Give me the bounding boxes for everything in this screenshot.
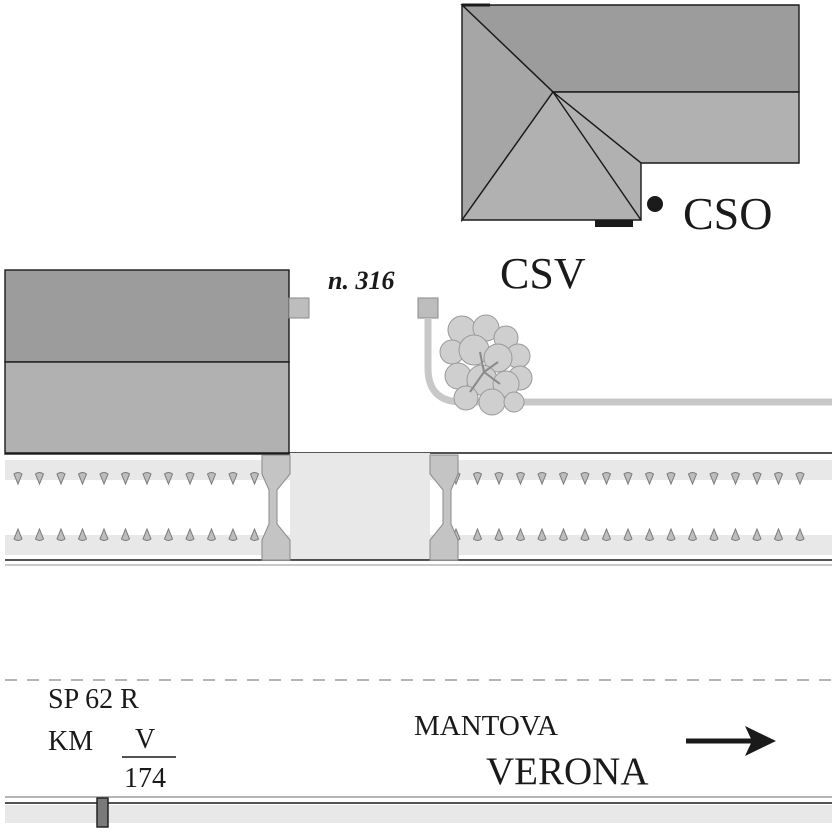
droplet-icon xyxy=(601,472,612,486)
tree-icon xyxy=(439,314,533,416)
roof-plane-bottom xyxy=(4,361,290,455)
droplet-icon xyxy=(709,472,719,486)
tree-canopy-lobe xyxy=(453,385,479,411)
right-arrow-icon xyxy=(686,726,776,756)
droplet-icon xyxy=(687,472,698,486)
droplet-icon xyxy=(120,472,131,486)
meter-box xyxy=(595,220,633,227)
droplet-icon xyxy=(472,472,483,486)
label-km-prefix: KM xyxy=(48,726,94,757)
droplet-icon xyxy=(558,472,569,486)
droplet-icon xyxy=(773,472,784,486)
droplet-icon xyxy=(709,527,719,541)
km-marker xyxy=(96,797,109,828)
droplet-icon xyxy=(228,472,238,486)
droplet-icon xyxy=(56,527,66,541)
droplet-icon xyxy=(666,472,676,486)
droplet-icon xyxy=(206,527,217,541)
droplet-icon xyxy=(13,527,23,541)
building-cso xyxy=(460,3,800,227)
label-cso: CSO xyxy=(683,188,773,239)
droplet-icon xyxy=(206,472,217,486)
gate-post-left xyxy=(261,454,291,561)
droplet-icon xyxy=(752,472,762,486)
droplet-icon xyxy=(142,527,152,541)
droplet-icon xyxy=(601,527,612,541)
droplet-icon xyxy=(795,472,805,486)
road-shoulder xyxy=(5,805,832,823)
gate-post-right xyxy=(429,454,459,561)
driveway xyxy=(290,453,430,560)
hedge-marks xyxy=(13,472,805,541)
droplet-icon xyxy=(515,472,526,486)
droplet-icon xyxy=(99,527,109,541)
label-destination-mantova: MANTOVA xyxy=(414,710,558,742)
label-destination-verona: VERONA xyxy=(486,750,649,793)
droplet-icon xyxy=(730,472,741,486)
droplet-icon xyxy=(666,527,676,541)
droplet-icon xyxy=(687,527,698,541)
droplet-icon xyxy=(773,527,784,541)
hedge-fence xyxy=(5,452,832,566)
droplet-icon xyxy=(185,527,195,541)
droplet-icon xyxy=(56,472,66,486)
building-left xyxy=(4,269,310,455)
droplet-icon xyxy=(185,472,195,486)
connection-box-right xyxy=(417,297,439,319)
droplet-icon xyxy=(120,527,131,541)
droplet-icon xyxy=(623,527,633,541)
label-house-number: n. 316 xyxy=(328,266,395,295)
droplet-icon xyxy=(623,472,633,486)
droplet-icon xyxy=(99,472,109,486)
tree-canopy-lobe xyxy=(478,388,506,416)
droplet-icon xyxy=(249,527,260,541)
cso-point xyxy=(647,196,663,212)
droplet-icon xyxy=(515,527,526,541)
label-km-bottom: 174 xyxy=(124,763,166,794)
droplet-icon xyxy=(34,472,45,486)
droplet-icon xyxy=(644,527,655,541)
droplet-icon xyxy=(558,527,569,541)
tree-canopy-lobe xyxy=(483,343,513,373)
droplet-icon xyxy=(77,527,88,541)
droplet-icon xyxy=(580,472,590,486)
droplet-icon xyxy=(494,472,504,486)
droplet-icon xyxy=(644,472,655,486)
droplet-icon xyxy=(795,527,805,541)
droplet-icon xyxy=(580,527,590,541)
droplet-icon xyxy=(163,527,174,541)
droplet-icon xyxy=(752,527,762,541)
road xyxy=(5,679,832,828)
tree-canopy-lobe xyxy=(503,391,525,413)
droplet-icon xyxy=(163,472,174,486)
droplet-icon xyxy=(537,527,547,541)
droplet-icon xyxy=(730,527,741,541)
roof-plane-top xyxy=(4,269,290,363)
droplet-icon xyxy=(77,472,88,486)
label-km-top: V xyxy=(135,724,156,755)
label-road-name: SP 62 R xyxy=(48,684,139,715)
tree-branches xyxy=(469,351,501,393)
droplet-icon xyxy=(472,527,483,541)
droplet-icon xyxy=(494,527,504,541)
droplet-icon xyxy=(537,472,547,486)
droplet-icon xyxy=(249,472,260,486)
droplet-icon xyxy=(228,527,238,541)
label-csv: CSV xyxy=(500,249,586,298)
droplet-icon xyxy=(34,527,45,541)
droplet-icon xyxy=(142,472,152,486)
connection-box-left xyxy=(288,297,310,319)
droplet-icon xyxy=(13,472,23,486)
